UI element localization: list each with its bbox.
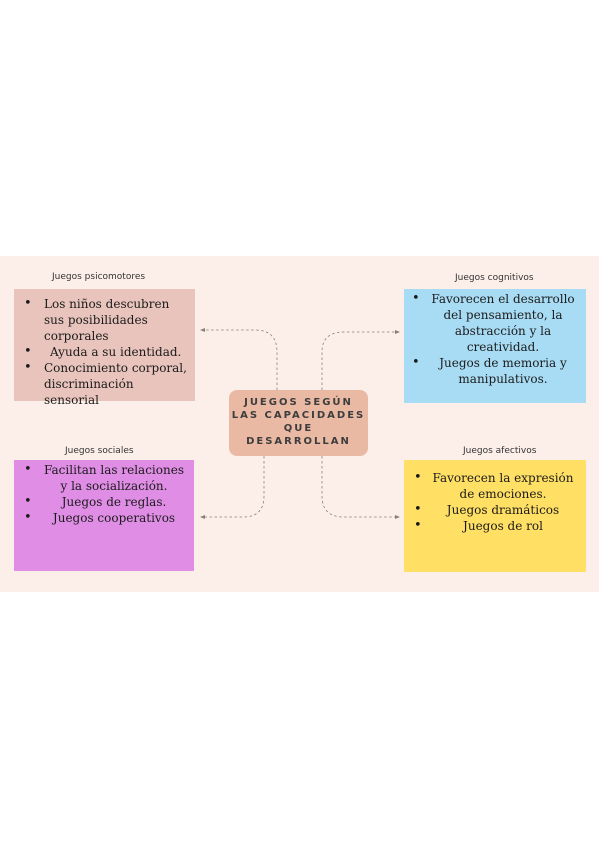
list-item: Conocimiento corporal, discriminación se… [24,360,189,408]
list-item: Juegos de reglas. [24,494,188,510]
list-item: Los niños descubren sus posibilidades co… [24,296,189,344]
list-item: Juegos de memoria y manipulativos. [412,355,580,387]
box-juegos-sociales: Facilitan las relaciones y la socializac… [14,460,194,571]
list-item: Facilitan las relaciones y la socializac… [24,462,188,494]
label-juegos-psicomotores: Juegos psicomotores [52,272,146,282]
center-title-line: JUEGOS SEGÚN [244,397,353,408]
label-juegos-cognitivos: Juegos cognitivos [455,273,534,283]
list-item: Juegos dramáticos [414,502,580,518]
list-item: Ayuda a su identidad. [24,344,189,360]
box-juegos-psicomotores: Los niños descubren sus posibilidades co… [14,289,195,407]
center-title-line: DESARROLLAN [246,436,351,447]
center-topic: JUEGOS SEGÚN LAS CAPACIDADES QUE DESARRO… [229,390,368,456]
list-item: Favorecen la expresión de emociones. [414,470,580,502]
label-juegos-sociales: Juegos sociales [65,446,134,456]
list-item: Favorecen el desarrollo del pensamiento,… [412,291,580,355]
label-juegos-afectivos: Juegos afectivos [463,446,537,456]
center-title-line: LAS CAPACIDADES [231,410,366,421]
center-title-line: QUE [283,423,314,434]
list-item: Juegos de rol [414,518,580,534]
box-juegos-cognitivos: Favorecen el desarrollo del pensamiento,… [404,289,586,403]
list-item: Juegos cooperativos [24,510,188,526]
box-juegos-afectivos: Favorecen la expresión de emociones. Jue… [404,460,586,572]
